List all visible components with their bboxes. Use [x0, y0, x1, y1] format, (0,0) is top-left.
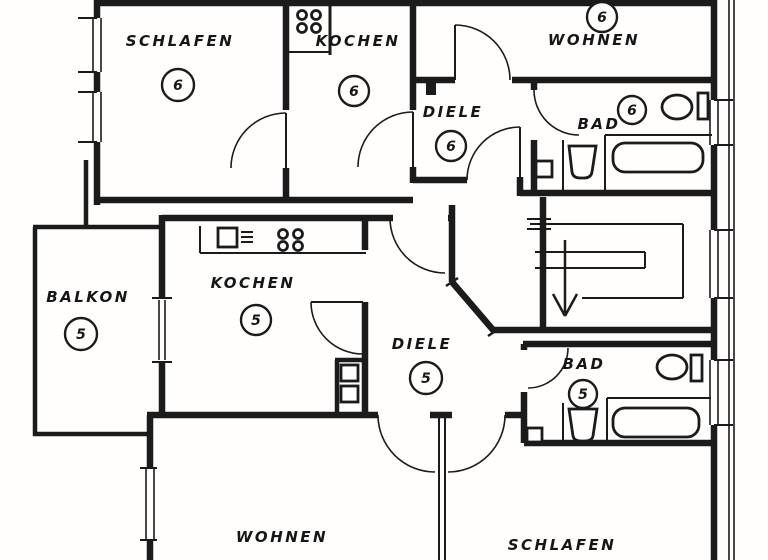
unit-circle: [160, 67, 196, 103]
shaft-icon: [534, 159, 554, 179]
room-label-balkon-5: BALKON: [46, 288, 130, 306]
stove-icon: [277, 228, 304, 252]
partition-wall: [438, 415, 446, 560]
unit-circle: [585, 0, 619, 34]
unit-number: 6: [627, 103, 637, 119]
door-arc: [454, 24, 511, 81]
balcony-walls: [32, 160, 162, 437]
unit-number: 6: [349, 84, 359, 100]
unit-circle: [567, 378, 599, 410]
room-label-wohnen-6: WOHNEN: [548, 31, 640, 49]
doors: [230, 24, 580, 560]
washbasin-icon: [567, 144, 598, 180]
room-label-schlafen-5: SCHLAFEN: [508, 536, 617, 554]
toilet-icon: [660, 93, 694, 121]
wall-stub: [426, 83, 436, 95]
door-arc: [230, 112, 287, 169]
kitchen-6-fixtures: [287, 0, 332, 55]
room-labels: SCHLAFEN 6 KOCHEN 6 WOHNEN 6 DIELE 6 BAD…: [46, 0, 648, 554]
unit-number: 6: [597, 10, 607, 26]
outer-edge-line: [728, 0, 735, 560]
cistern-icon: [696, 91, 710, 121]
shaft-icon: [339, 384, 360, 404]
room-label-bad-6: BAD: [578, 115, 621, 133]
door-arc: [389, 217, 446, 274]
balcony-door-window: [158, 300, 166, 360]
unit-circle: [408, 360, 444, 396]
shaft-icon: [525, 426, 544, 444]
bathtub-icon: [611, 406, 701, 439]
walls-thick: [32, 0, 718, 560]
bathroom-5-fixtures: [525, 353, 711, 444]
unit-circle: [337, 74, 371, 108]
stair-break-ticks: [527, 218, 551, 230]
door-arc: [377, 414, 436, 473]
room-label-schlafen-6: SCHLAFEN: [126, 32, 235, 50]
window: [145, 468, 155, 540]
unit-circle: [616, 94, 648, 126]
windows: [78, 0, 735, 560]
unit-number: 5: [76, 327, 86, 343]
stove-icon: [296, 9, 322, 34]
shaft-icon: [339, 363, 360, 383]
drainer-icon: [241, 231, 253, 243]
unit-number: 5: [251, 313, 261, 329]
cistern-icon: [689, 353, 704, 383]
door-arc: [357, 111, 414, 168]
bathtub-icon: [611, 141, 705, 174]
kitchen-5-fixtures: [199, 226, 366, 404]
unit-circle: [239, 303, 273, 337]
shaft-niche: [334, 357, 365, 413]
unit-circle: [63, 316, 99, 352]
bathroom-6-fixtures: [534, 91, 712, 190]
room-label-bad-5: BAD: [563, 355, 606, 373]
room-label-kochen-5: KOCHEN: [211, 274, 296, 292]
room-label-diele-5: DIELE: [392, 335, 453, 353]
room-label-kochen-6: KOCHEN: [316, 32, 401, 50]
stair-direction-arrow-icon: [551, 240, 579, 317]
room-label-wohnen-5: WOHNEN: [236, 528, 328, 546]
stairs-icon: [527, 218, 684, 317]
unit-number: 6: [173, 78, 183, 94]
unit-number: 5: [421, 371, 431, 387]
door-arc: [310, 301, 364, 355]
unit-circle: [434, 129, 468, 163]
door-arc: [533, 89, 580, 136]
door-arc: [447, 414, 506, 473]
room-label-diele-6: DIELE: [423, 103, 484, 121]
toilet-icon: [655, 353, 689, 381]
door-arc: [466, 126, 521, 181]
door-arc: [527, 347, 569, 389]
washbasin-icon: [567, 407, 599, 443]
sink-icon: [216, 226, 239, 249]
unit-number: 6: [446, 139, 456, 155]
window: [92, 18, 102, 142]
unit-number: 5: [578, 387, 588, 403]
window: [709, 100, 719, 425]
